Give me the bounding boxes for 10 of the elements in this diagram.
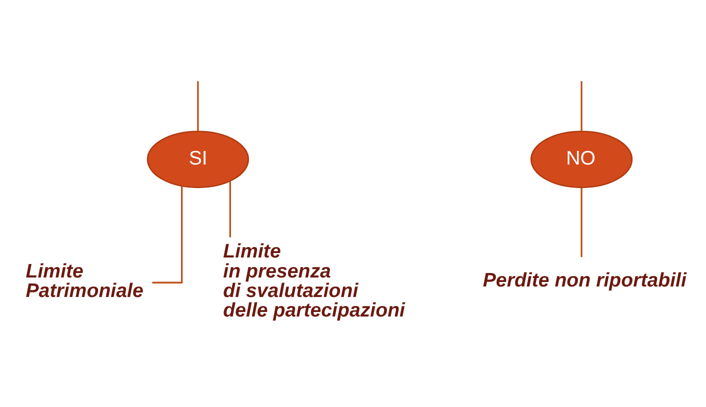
connector	[229, 181, 231, 238]
connector	[197, 81, 199, 132]
node-text: Limite in presenza di svalutazioni delle partecipazioni	[223, 240, 405, 322]
connector	[580, 188, 582, 258]
node-text: Perdite non riportabili	[482, 269, 686, 292]
connector	[580, 81, 582, 132]
node-text: Limite Patrimoniale	[26, 260, 144, 302]
connector	[152, 186, 183, 284]
node-ellipse: NO	[530, 130, 633, 188]
node-ellipse: SI	[146, 130, 250, 188]
